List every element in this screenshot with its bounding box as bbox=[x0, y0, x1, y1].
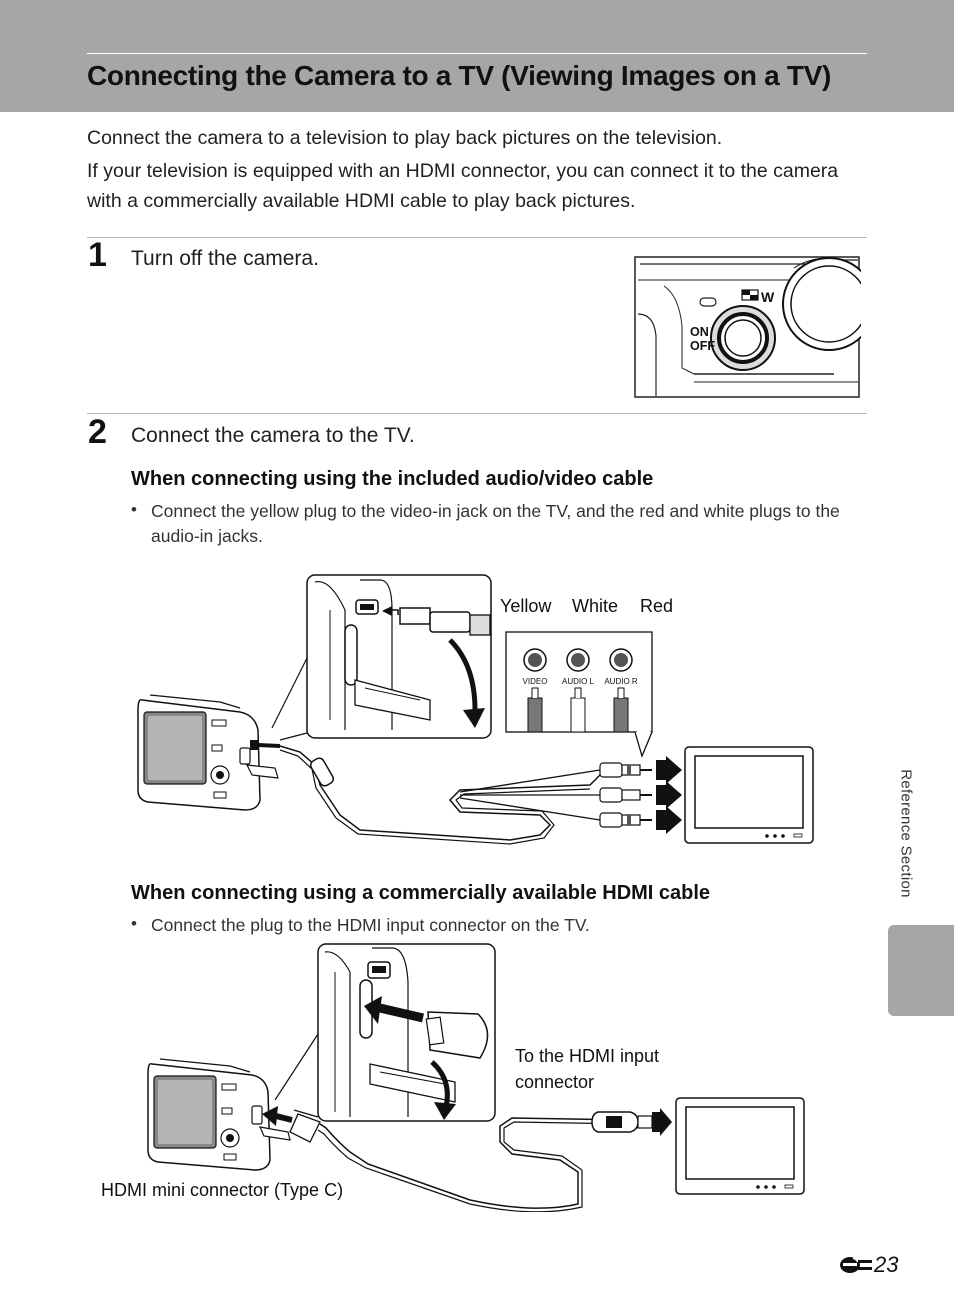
intro-line-1: Connect the camera to a television to pl… bbox=[87, 127, 723, 149]
av-cable-bullet: Connect the yellow plug to the video-in … bbox=[151, 501, 840, 546]
hdmi-plug bbox=[591, 1108, 672, 1136]
camera-power-switch-illustration: W ON OFF bbox=[634, 256, 861, 398]
rca-plug-white bbox=[599, 781, 682, 809]
reference-section-tab bbox=[888, 925, 954, 1016]
av-cable-heading: When connecting using the included audio… bbox=[131, 468, 654, 490]
hdmi-cable-connection-illustration bbox=[147, 943, 805, 1212]
step-2-number: 2 bbox=[88, 413, 107, 451]
bullet-dot: • bbox=[131, 914, 137, 933]
page-title: Connecting the Camera to a TV (Viewing I… bbox=[87, 60, 832, 91]
tv-icon bbox=[684, 746, 814, 844]
on-label: ON bbox=[690, 325, 709, 339]
audio-r-jack bbox=[609, 648, 633, 733]
hdmi-cable-bullet: Connect the plug to the HDMI input conne… bbox=[151, 915, 590, 935]
jack-video-label: VIDEO bbox=[523, 677, 548, 686]
e-reference-icon bbox=[840, 1257, 872, 1273]
header-rule bbox=[87, 53, 867, 54]
mode-label: W bbox=[761, 289, 775, 305]
label-hdmi-mini: HDMI mini connector (Type C) bbox=[101, 1180, 344, 1200]
label-hdmi-input: To the HDMI input connector bbox=[515, 1046, 660, 1092]
audio-l-jack bbox=[566, 648, 590, 733]
rca-plug-yellow bbox=[599, 756, 682, 784]
page-number: 23 bbox=[838, 1252, 898, 1278]
divider bbox=[87, 237, 867, 238]
step-1-text: Turn off the camera. bbox=[131, 247, 319, 270]
page-number-text: 23 bbox=[874, 1252, 899, 1277]
label-red: Red bbox=[640, 596, 674, 616]
jack-audio-l-label: AUDIO L bbox=[562, 677, 595, 686]
rca-plug-red bbox=[599, 806, 682, 834]
av-cable-connection-illustration: VIDEO AUDIO L AUDIO R bbox=[137, 574, 814, 845]
step-2-text: Connect the camera to the TV. bbox=[131, 424, 415, 447]
hdmi-cable-heading: When connecting using a commercially ava… bbox=[131, 882, 711, 904]
jack-audio-r-label: AUDIO R bbox=[604, 677, 638, 686]
reference-section-label: Reference Section bbox=[897, 769, 915, 898]
label-yellow: Yellow bbox=[500, 596, 552, 616]
bullet-dot: • bbox=[131, 500, 137, 519]
intro-line-2: If your television is equipped with an H… bbox=[87, 160, 839, 212]
header-band bbox=[0, 0, 954, 112]
step-1-number: 1 bbox=[88, 236, 107, 274]
label-white: White bbox=[572, 596, 619, 616]
video-jack bbox=[523, 648, 547, 733]
divider bbox=[87, 413, 867, 414]
tv-icon bbox=[675, 1097, 805, 1195]
off-label: OFF bbox=[690, 339, 715, 353]
